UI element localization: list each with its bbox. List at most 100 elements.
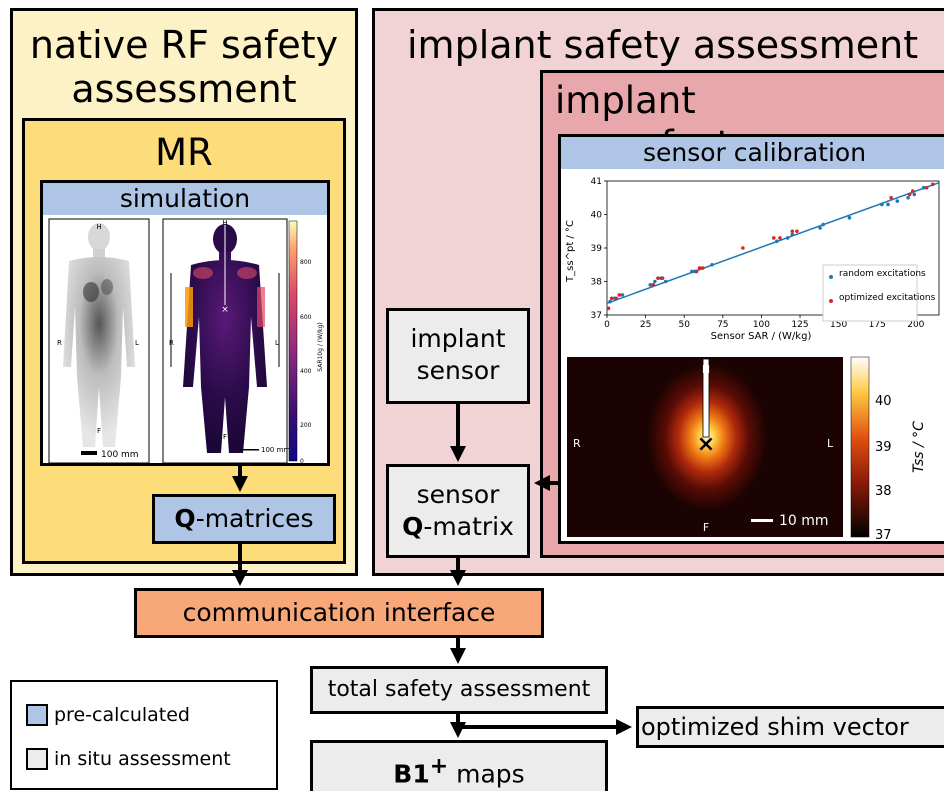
heatmap-label-f: F [703, 521, 709, 534]
gray-body-silhouette [63, 223, 135, 447]
sar-scalebar-label: 100 mm [261, 446, 290, 454]
gray-scalebar [81, 451, 97, 455]
gray-scalebar-label: 100 mm [101, 450, 139, 460]
chart-xlabel: Sensor SAR / (W/kg) [711, 331, 812, 342]
legend-label-precalculated: pre-calculated [54, 704, 190, 726]
legend-label-optimized: optimized excitations [839, 293, 936, 303]
chart-xtick-label: 75 [717, 320, 728, 330]
chart-point-optimized [697, 266, 702, 270]
b1-sup: + [429, 754, 449, 779]
chart-point-random [775, 239, 779, 244]
chart-ytick-label: 41 [591, 177, 602, 187]
communication-interface-box: communication interface [134, 588, 544, 638]
chart-point-random [886, 202, 890, 207]
legend: pre-calculated in situ assessment [10, 680, 278, 790]
sensor-q-matrix-box: sensor Q-matrix [386, 464, 530, 558]
chart-point-optimized [606, 306, 611, 311]
sensor-lead [702, 358, 710, 438]
chart-point-optimized [924, 185, 929, 190]
simulation-box: simulation [40, 180, 330, 466]
sar-tick-800: 800 [300, 259, 312, 266]
chart-point-optimized [790, 229, 795, 234]
heatmap-scalebar [751, 519, 773, 522]
implant-sensor-line2: sensor [416, 356, 500, 385]
chart-point-random [880, 202, 884, 207]
simulation-images: H F R L 100 mm × H F R L 100 mm 800 [48, 218, 324, 465]
sar-tick-200: 200 [300, 422, 312, 429]
chart-ytick-label: 37 [591, 311, 602, 321]
sar-body-silhouette: × [183, 224, 267, 453]
chart-ytick-label: 40 [591, 211, 603, 221]
sensor-tip-marker: × [697, 432, 715, 457]
heatmap-label-r: R [573, 437, 581, 450]
implant-panel-title: implant safety assessment [407, 23, 919, 67]
total-safety-label: total safety assessment [327, 677, 591, 702]
chart-point-optimized [889, 195, 893, 200]
b1-bold: B1 [393, 759, 430, 789]
chart-xtick-label: 175 [869, 320, 886, 330]
sar-label-f: F [223, 433, 227, 441]
sar-label-h: H [222, 219, 227, 227]
chart-point-optimized [651, 283, 656, 287]
legend-label-random: random excitations [839, 269, 926, 279]
chart-point-optimized [931, 182, 935, 187]
chart-point-optimized [907, 192, 912, 197]
implant-sensor-line1: implant [410, 324, 506, 353]
chart-ytick-label: 39 [591, 244, 603, 254]
q-matrices-bold: Q [174, 504, 196, 533]
q-matrices-rest: -matrices [195, 504, 314, 533]
sar-tick-600: 600 [300, 314, 312, 321]
legend-marker-optimized [829, 299, 833, 303]
chart-point-optimized [741, 246, 745, 250]
native-panel-title-line1: native RF safety [29, 23, 339, 67]
implant-sensor-box: implant sensor [386, 308, 530, 404]
chart-point-random [608, 299, 612, 304]
chart-point-random [818, 226, 822, 230]
communication-interface-label: communication interface [182, 598, 496, 627]
chart-fit-line [606, 181, 940, 304]
heat-tick-39: 39 [875, 440, 892, 455]
legend-marker-random [829, 275, 833, 279]
chart-ylabel: T_ss^pt / °C [565, 220, 576, 283]
gray-label-h: H [96, 223, 101, 231]
sar-label-l: L [275, 339, 279, 347]
sar-tick-0: 0 [300, 458, 304, 465]
chart-xtick-label: 0 [604, 320, 610, 330]
chart-point-optimized [609, 296, 614, 301]
heat-tick-37: 37 [875, 528, 892, 539]
sensor-q-bold: Q [402, 512, 424, 541]
chart-point-optimized [614, 296, 619, 301]
heat-tick-40: 40 [875, 394, 892, 409]
chart-point-optimized [771, 236, 776, 240]
chart-point-optimized [694, 269, 699, 274]
heat-colorbar-label: Tss / °C [911, 421, 927, 473]
chart-xtick-label: 200 [907, 320, 924, 330]
shim-vector-box: optimized shim vector [636, 706, 944, 748]
chart-point-optimized [656, 276, 660, 280]
simulation-title: simulation [43, 183, 327, 215]
sar-scalebar [239, 449, 259, 451]
temperature-heatmap: × H F R L 10 mm 40 39 38 37 Tss / °C [567, 356, 927, 539]
chart-point-random [653, 279, 657, 284]
heatmap-label-l: L [827, 437, 834, 450]
sar-colorbar-label: SAR10g / (W/kg) [317, 322, 324, 371]
sar-colorbar [288, 220, 298, 462]
native-panel-title-line2: assessment [71, 67, 297, 111]
chart-point-optimized [660, 276, 665, 280]
chart-point-optimized [910, 189, 915, 193]
chart-ytick-label: 38 [591, 278, 603, 288]
chart-point-random [663, 279, 668, 284]
chart-point-random [785, 236, 790, 240]
chart-point-optimized [795, 229, 799, 234]
total-safety-box: total safety assessment [310, 666, 608, 714]
legend-label-insitu: in situ assessment [54, 748, 231, 770]
heat-tick-38: 38 [875, 484, 892, 499]
gray-label-r: R [57, 339, 62, 347]
heatmap-scalebar-label: 10 mm [779, 513, 829, 529]
chart-xtick-label: 50 [678, 320, 690, 330]
gray-label-f: F [97, 427, 101, 435]
chart-point-random [847, 216, 852, 220]
chart-point-optimized [617, 293, 622, 297]
chart-point-random [821, 222, 825, 227]
